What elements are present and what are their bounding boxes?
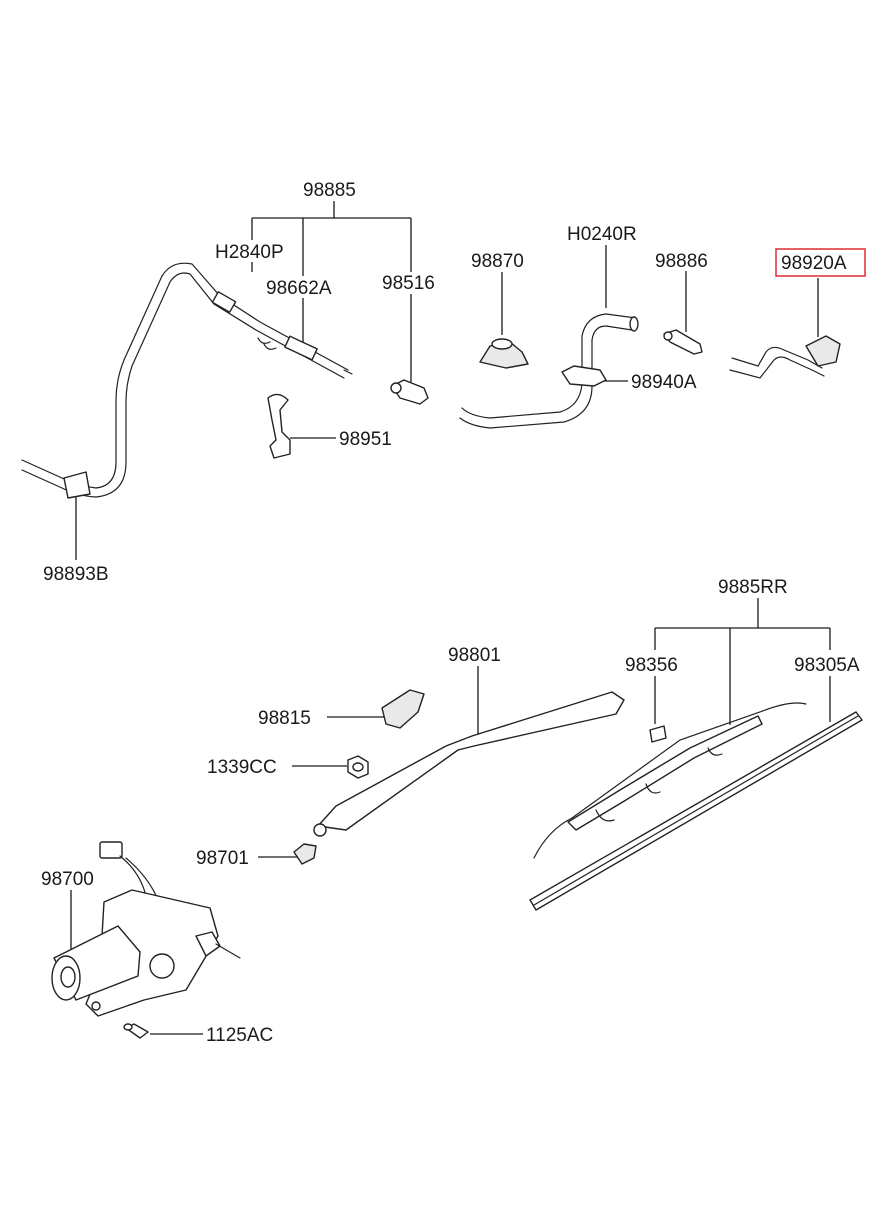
label-98870[interactable]: 98870 [471, 251, 524, 272]
label-98700[interactable]: 98700 [41, 869, 94, 890]
wiper-arm [313, 691, 625, 837]
washer-nozzle [729, 335, 841, 379]
hose-connector [390, 379, 429, 405]
part-labels: 98885 H2840P 98662A 98516 98870 H0240R 9… [41, 180, 860, 1046]
grommet [479, 338, 529, 369]
label-98893B[interactable]: 98893B [43, 564, 109, 585]
washer-hose-rear [459, 313, 639, 429]
label-98701[interactable]: 98701 [196, 848, 249, 869]
label-98815[interactable]: 98815 [258, 708, 311, 729]
leader-lines [70, 201, 831, 1035]
label-98886[interactable]: 98886 [655, 251, 708, 272]
highlight-box [775, 248, 866, 277]
label-9885RR[interactable]: 9885RR [718, 577, 788, 598]
label-98801[interactable]: 98801 [448, 645, 501, 666]
label-H0240R[interactable]: H0240R [567, 224, 637, 245]
label-98305A[interactable]: 98305A [794, 655, 860, 676]
label-98920A[interactable]: 98920A [781, 253, 847, 274]
blade-clip [649, 725, 667, 743]
blade-refill [529, 711, 863, 911]
wiper-blade [533, 702, 807, 859]
label-98356[interactable]: 98356 [625, 655, 678, 676]
label-1339CC[interactable]: 1339CC [207, 757, 277, 778]
label-1125AC[interactable]: 1125AC [206, 1025, 273, 1046]
label-98951[interactable]: 98951 [339, 429, 392, 450]
wiper-motor [51, 841, 241, 1017]
bolt [123, 1023, 149, 1039]
label-98516[interactable]: 98516 [382, 273, 435, 294]
nut [347, 755, 369, 779]
label-98662A[interactable]: 98662A [266, 278, 332, 299]
label-98885[interactable]: 98885 [303, 180, 356, 201]
label-H2840P[interactable]: H2840P [215, 242, 284, 263]
washer-hose-assembly [21, 262, 353, 499]
label-98940A[interactable]: 98940A [631, 372, 697, 393]
check-valve [663, 329, 703, 355]
hose-clip [267, 393, 291, 459]
arm-cap [381, 689, 425, 729]
pivot-cap [293, 843, 317, 865]
